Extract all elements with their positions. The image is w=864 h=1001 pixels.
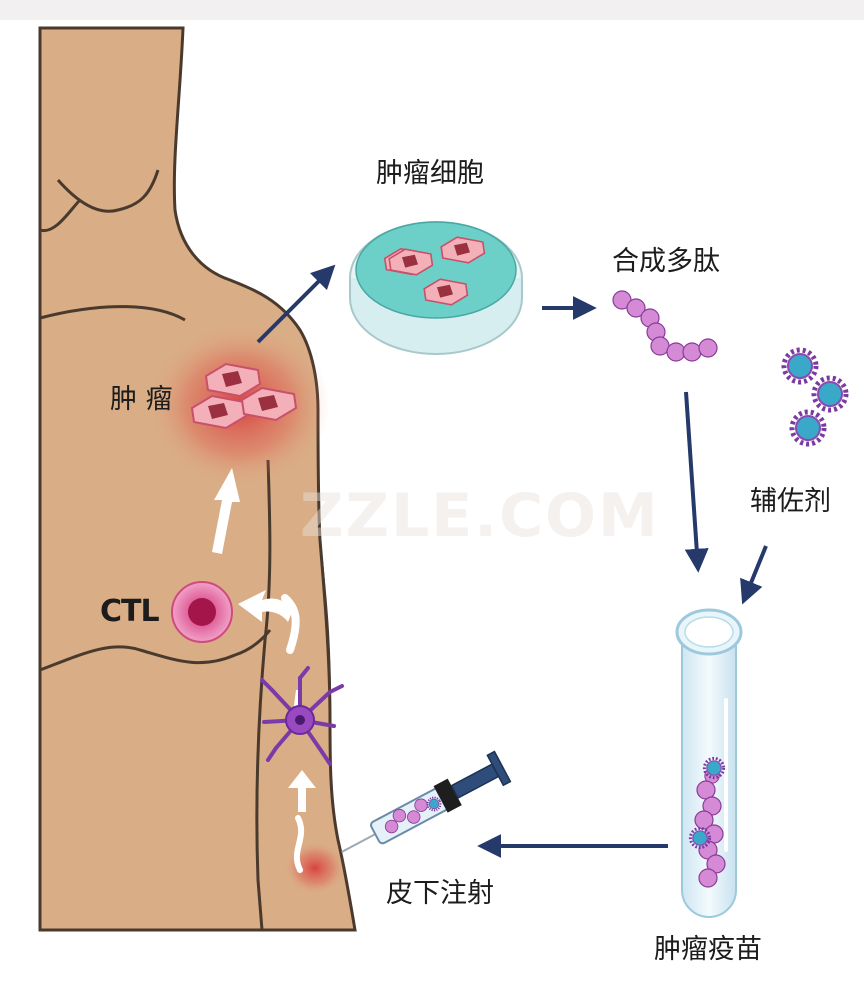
adjuvant-particles <box>784 350 846 444</box>
syringe <box>334 751 511 866</box>
label-tumor: 肿 瘤 <box>110 386 173 413</box>
top-band <box>0 0 864 20</box>
torso <box>40 28 355 930</box>
injection-glow <box>285 842 345 894</box>
human-body <box>40 28 355 930</box>
watermark: ZZLE.COM <box>300 486 660 546</box>
label-synthetic-peptide: 合成多肽 <box>612 248 720 275</box>
ctl-cell <box>172 582 232 642</box>
test-tube <box>677 610 741 917</box>
arrow-adjuvant-to-tube <box>744 546 766 600</box>
peptide-chain <box>613 291 717 361</box>
label-subcutaneous-injection: 皮下注射 <box>386 880 494 907</box>
label-ctl: CTL <box>100 597 159 627</box>
label-tumor-cells: 肿瘤细胞 <box>376 160 484 187</box>
arrow-peptide-to-tube <box>686 392 698 568</box>
petri-dish <box>350 222 522 354</box>
label-adjuvant: 辅佐剂 <box>750 488 831 515</box>
label-tumor-vaccine: 肿瘤疫苗 <box>654 936 762 963</box>
